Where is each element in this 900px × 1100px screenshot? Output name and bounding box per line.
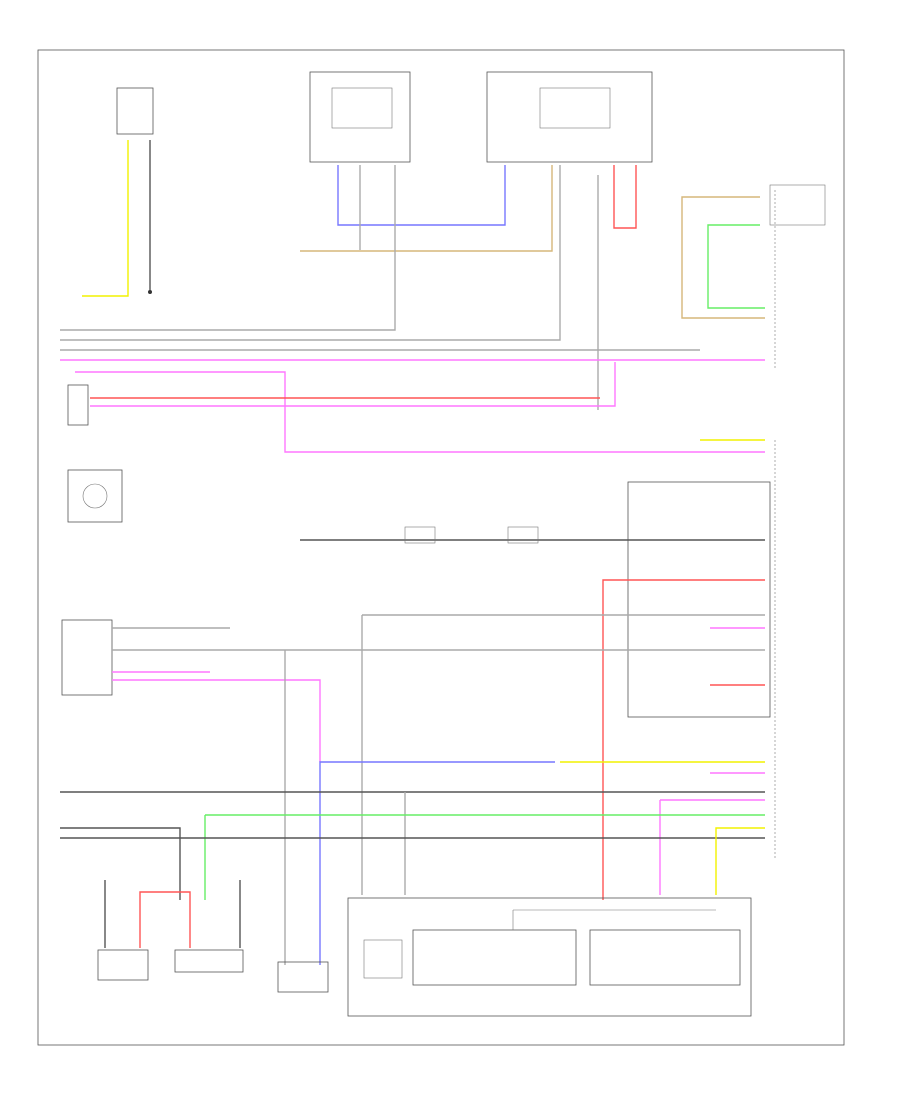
bottom-module-motor-right xyxy=(589,929,741,986)
bottom-module-left-block xyxy=(363,939,403,979)
wire-red-bottom-left xyxy=(139,891,191,948)
wire-yellow-top-left xyxy=(82,140,129,297)
relay-left-contacts xyxy=(331,87,393,129)
left-motor-symbol xyxy=(82,483,108,509)
bottom-module-motor-left xyxy=(412,929,577,986)
component-left-motor xyxy=(67,469,123,523)
wire-pink-lower-3 xyxy=(659,799,765,895)
wire-green-right xyxy=(707,224,765,309)
wire-black-lower-4 xyxy=(60,827,181,900)
wire-pink-lower-left xyxy=(112,679,321,762)
wire-green-lower xyxy=(204,814,765,900)
component-relay-right xyxy=(486,71,653,163)
component-bottom-left-sensor xyxy=(97,949,149,981)
wire-tan-right xyxy=(681,196,765,319)
component-bottom-actuator xyxy=(174,949,244,973)
wire-blue-top xyxy=(337,165,506,226)
component-mid-switch-2 xyxy=(507,526,539,544)
wire-blue-lower xyxy=(319,761,555,965)
wire-tan-top xyxy=(300,165,553,252)
wire-red-top-right xyxy=(613,165,637,229)
wire-red-long xyxy=(602,579,765,900)
component-mid-switch-1 xyxy=(404,526,436,544)
component-relay-left xyxy=(309,71,411,163)
diagram-frame xyxy=(37,49,845,1046)
component-bottom-module xyxy=(347,897,752,1017)
bottom-module-internal xyxy=(512,909,716,930)
wire-gray-bus-1 xyxy=(60,165,396,331)
wire-yellow-lower-module xyxy=(715,827,765,895)
wire-pink-left-upper xyxy=(90,362,616,407)
wire-pink-left-vertical xyxy=(75,371,765,453)
component-control-module xyxy=(627,481,771,718)
ground-point-top-left xyxy=(148,290,152,294)
component-left-sensor-upper xyxy=(67,384,89,426)
relay-right-contacts xyxy=(539,87,611,129)
wire-gray-module-top xyxy=(361,614,765,895)
wire-gray-bus-2 xyxy=(60,165,561,341)
component-bottom-mid-sensor xyxy=(277,961,329,993)
component-lower-left-module xyxy=(61,619,113,696)
component-top-left-sensor xyxy=(116,87,154,135)
component-top-right-module xyxy=(769,184,826,226)
